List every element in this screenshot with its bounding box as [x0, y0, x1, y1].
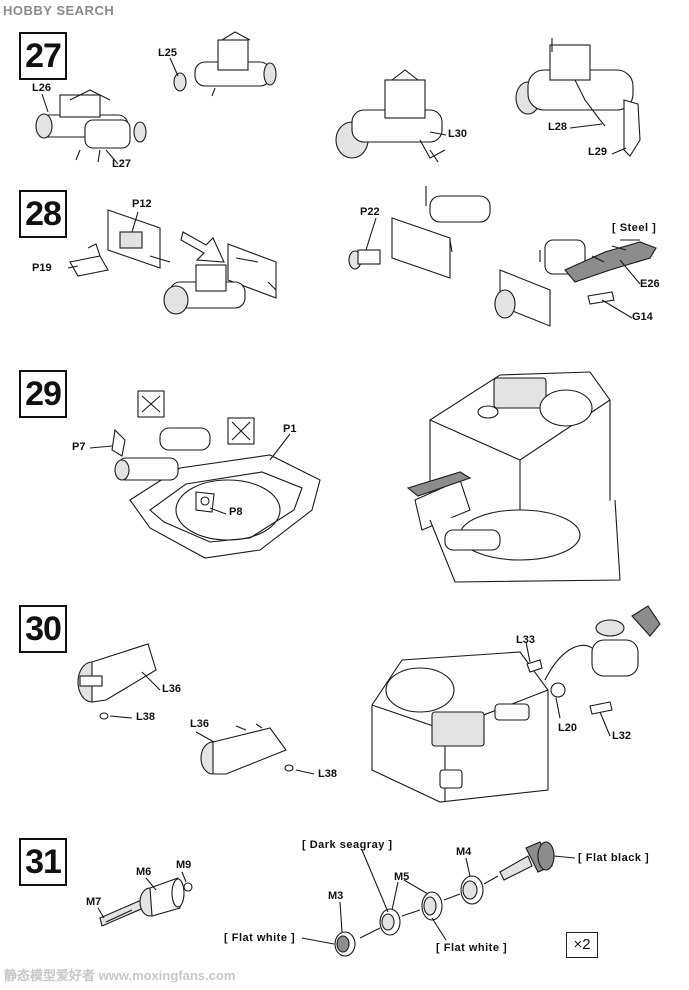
label-L27: L27 — [112, 158, 131, 170]
label-P1: P1 — [283, 423, 297, 435]
step28-parts-P22 — [348, 186, 491, 279]
label-M7: M7 — [86, 896, 102, 908]
label-L28: L28 — [548, 121, 567, 133]
step28-parts-assembled — [163, 243, 277, 315]
step27-parts-L30 — [335, 69, 446, 163]
label-L25: L25 — [158, 47, 177, 59]
label-L36-lower: L36 — [190, 718, 209, 730]
label-L33: L33 — [516, 634, 535, 646]
label-P19: P19 — [32, 262, 52, 274]
step29-gun-parts-P7-P8 — [111, 427, 215, 513]
step27-parts-L26-L27 — [35, 89, 147, 163]
multiplier-badge: ×2 — [566, 932, 598, 958]
label-M4: M4 — [456, 846, 472, 858]
step28-arrow — [180, 231, 225, 263]
label-L20: L20 — [558, 722, 577, 734]
label-M6: M6 — [136, 866, 152, 878]
label-L26: L26 — [32, 82, 51, 94]
label-L29: L29 — [588, 146, 607, 158]
step28-parts-P12-P19 — [69, 209, 171, 277]
paint-dark-seagray: [ Dark seagray ] — [302, 839, 393, 851]
site-logo: HOBBY SEARCH — [3, 3, 115, 18]
step27-parts-L25 — [173, 31, 277, 97]
step30-turret — [371, 651, 549, 803]
step29-icon-cut-right — [227, 417, 255, 445]
leader-lines — [41, 57, 641, 945]
label-G14: G14 — [632, 311, 653, 323]
step-30-number: 30 — [19, 605, 67, 653]
watermark: 静态模型爱好者 www.moxingfans.com — [4, 968, 236, 983]
step31-parts-M6-M7-M9 — [99, 877, 193, 927]
label-M9: M9 — [176, 859, 192, 871]
paint-flat-black: [ Flat black ] — [578, 852, 650, 864]
label-P22: P22 — [360, 206, 380, 218]
label-E26: E26 — [640, 278, 660, 290]
step30-part-L36-lower — [200, 723, 294, 775]
paint-flat-white-left: [ Flat white ] — [224, 932, 296, 944]
paint-steel: [ Steel ] — [612, 222, 657, 234]
step-29-number: 29 — [19, 370, 67, 418]
step30-parts-L33-L20-L32 — [526, 605, 661, 715]
step-28-number: 28 — [19, 190, 67, 238]
step29-turret-assembled — [406, 371, 621, 583]
label-L36-upper: L36 — [162, 683, 181, 695]
label-M5: M5 — [394, 871, 410, 883]
label-L32: L32 — [612, 730, 631, 742]
label-P8: P8 — [229, 506, 243, 518]
label-P12: P12 — [132, 198, 152, 210]
label-L38-lower: L38 — [318, 768, 337, 780]
label-M3: M3 — [328, 890, 344, 902]
step30-part-L36-upper — [77, 643, 157, 720]
step29-base-plate-P1 — [129, 454, 321, 559]
step31-parts-M3-M5-M4 — [334, 841, 555, 957]
label-L30: L30 — [448, 128, 467, 140]
step-31-number: 31 — [19, 838, 67, 886]
step29-icon-cut-left — [137, 390, 165, 418]
step-27-number: 27 — [19, 32, 67, 80]
label-L38-upper: L38 — [136, 711, 155, 723]
paint-flat-white-right: [ Flat white ] — [436, 942, 508, 954]
step27-parts-L28-L29 — [515, 38, 641, 157]
step28-parts-E26-G14 — [494, 239, 657, 327]
label-P7: P7 — [72, 441, 86, 453]
